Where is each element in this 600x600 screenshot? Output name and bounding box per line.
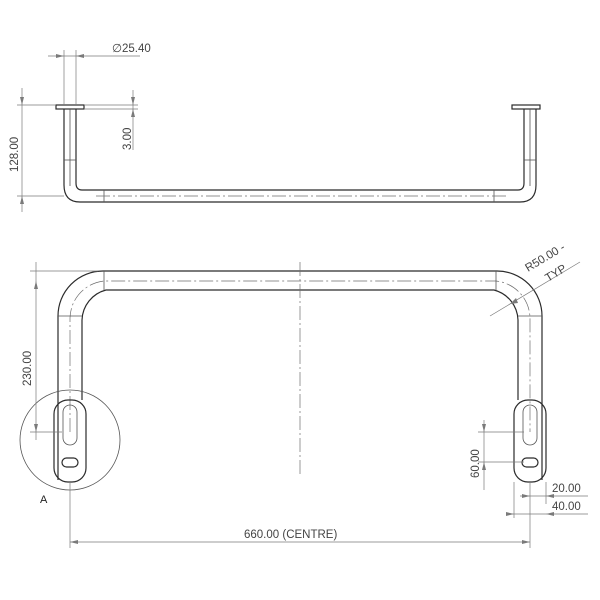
left-mount-slot <box>61 457 79 468</box>
depth-dimension: 230.00 <box>22 351 34 386</box>
left-post <box>63 109 83 203</box>
right-mount-slot <box>521 457 539 468</box>
centre-width-dimension: 660.00 (CENTRE) <box>244 529 337 541</box>
slot-spacing-dimension: 60.00 <box>470 449 482 478</box>
right-flange <box>511 104 541 110</box>
dimension-20: 20.00 <box>552 483 581 495</box>
diameter-dimension: ∅25.40 <box>112 43 151 55</box>
right-post <box>517 109 537 203</box>
detail-label: A <box>40 494 48 506</box>
radius-note: TYP <box>543 263 569 285</box>
plan-view: A 230.00 60.00 20.00 40.00 660.00 (C <box>19 241 588 548</box>
flange-thickness-dimension: 3.00 <box>122 128 134 150</box>
dimension-40: 40.00 <box>552 501 581 513</box>
left-mount-plate <box>53 399 87 483</box>
front-view: ∅25.40 3.00 128.00 <box>9 43 541 212</box>
left-tube-end <box>62 404 78 446</box>
right-tube-end <box>522 404 538 446</box>
height-dimension: 128.00 <box>9 137 21 172</box>
left-flange <box>55 104 85 110</box>
